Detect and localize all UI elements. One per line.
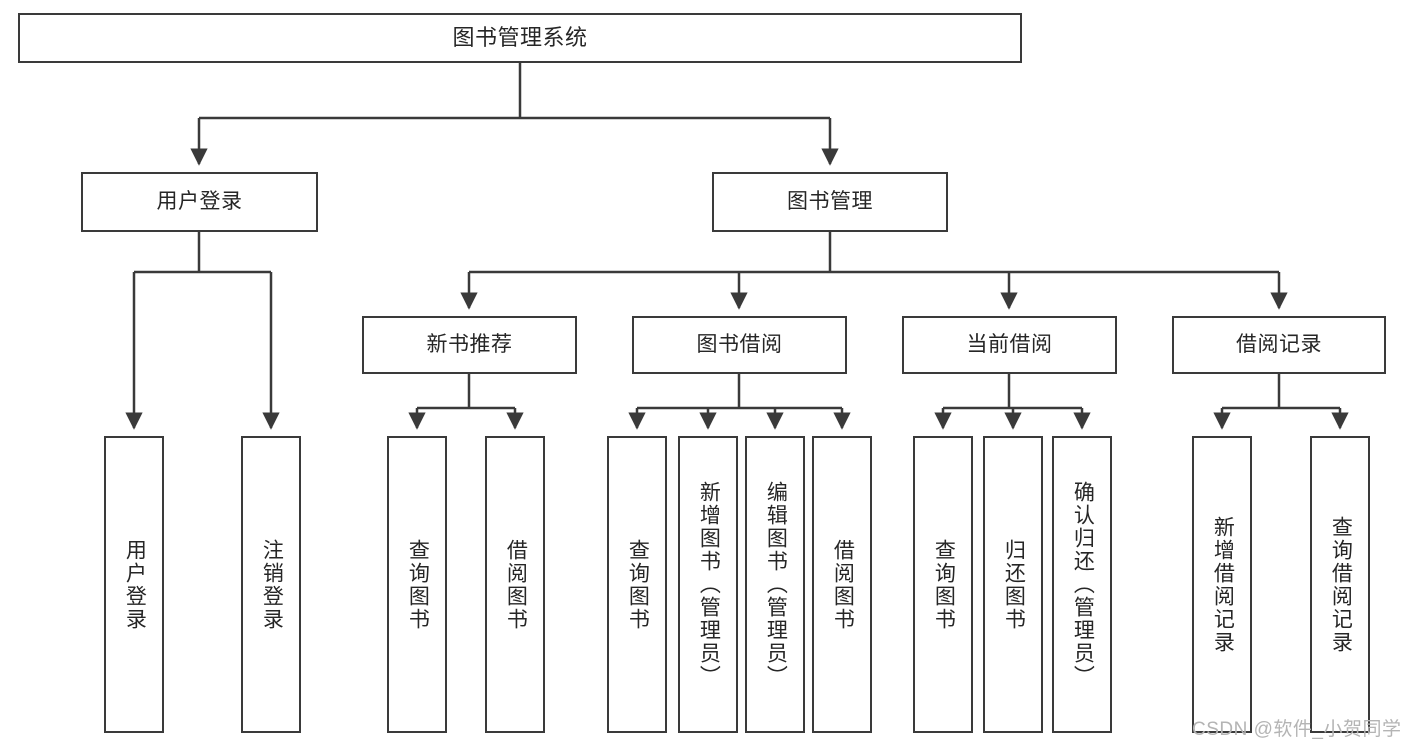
leaf-confirm-return-admin[interactable]: 确认归还（管理员） xyxy=(1052,436,1112,733)
leaf-label: 借阅图书 xyxy=(504,538,528,631)
leaf-label: 用户登录 xyxy=(123,538,147,631)
leaf-borrow-book[interactable]: 借阅图书 xyxy=(812,436,872,733)
node-root[interactable]: 图书管理系统 xyxy=(18,13,1022,63)
leaf-label: 查询图书 xyxy=(406,538,430,631)
node-borrow-record[interactable]: 借阅记录 xyxy=(1172,316,1386,374)
leaf-add-book-admin[interactable]: 新增图书（管理员） xyxy=(678,436,738,733)
leaf-label: 查询借阅记录 xyxy=(1329,515,1353,654)
leaf-query-book-rec[interactable]: 查询图书 xyxy=(387,436,447,733)
leaf-borrow-book-rec[interactable]: 借阅图书 xyxy=(485,436,545,733)
leaf-label: 新增图书（管理员） xyxy=(697,481,721,688)
leaf-label: 新增借阅记录 xyxy=(1211,515,1235,654)
leaf-label: 归还图书 xyxy=(1002,538,1026,631)
node-current-borrow[interactable]: 当前借阅 xyxy=(902,316,1117,374)
leaf-label: 借阅图书 xyxy=(831,538,855,631)
leaf-return-book[interactable]: 归还图书 xyxy=(983,436,1043,733)
node-user-login[interactable]: 用户登录 xyxy=(81,172,318,232)
node-new-book-recommend[interactable]: 新书推荐 xyxy=(362,316,577,374)
leaf-label: 确认归还（管理员） xyxy=(1071,481,1095,688)
leaf-user-login[interactable]: 用户登录 xyxy=(104,436,164,733)
leaf-logout[interactable]: 注销登录 xyxy=(241,436,301,733)
leaf-query-book-current[interactable]: 查询图书 xyxy=(913,436,973,733)
leaf-label: 查询图书 xyxy=(626,538,650,631)
leaf-label: 编辑图书（管理员） xyxy=(764,481,788,688)
leaf-query-book-borrow[interactable]: 查询图书 xyxy=(607,436,667,733)
leaf-label: 查询图书 xyxy=(932,538,956,631)
node-book-management[interactable]: 图书管理 xyxy=(712,172,948,232)
leaf-add-borrow-record[interactable]: 新增借阅记录 xyxy=(1192,436,1252,733)
watermark: CSDN @软件_小贺同学 xyxy=(1192,719,1402,740)
node-book-borrow[interactable]: 图书借阅 xyxy=(632,316,847,374)
leaf-label: 注销登录 xyxy=(260,538,284,631)
leaf-edit-book-admin[interactable]: 编辑图书（管理员） xyxy=(745,436,805,733)
leaf-query-borrow-record[interactable]: 查询借阅记录 xyxy=(1310,436,1370,733)
